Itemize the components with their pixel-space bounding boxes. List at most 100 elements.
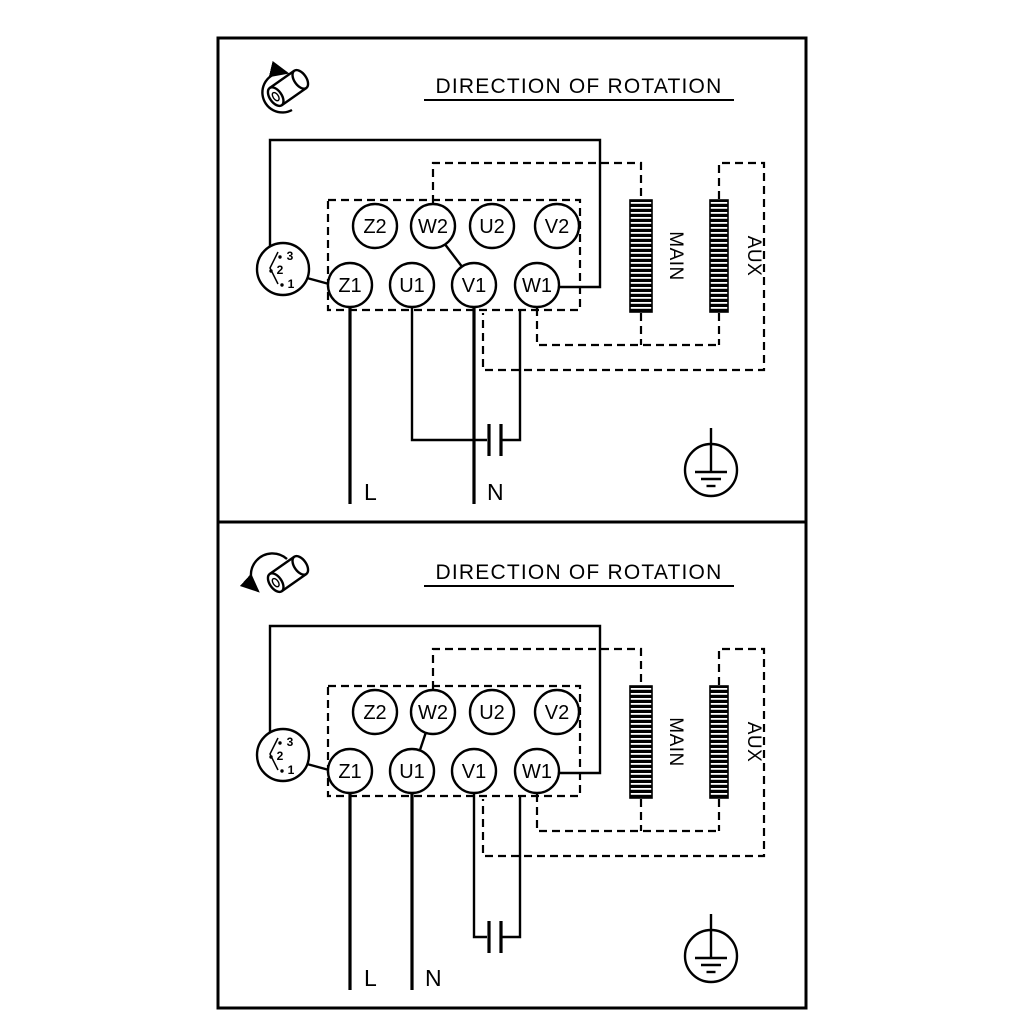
terminal-label: U1 xyxy=(399,275,425,297)
wire-v1-capacitor xyxy=(472,793,487,939)
selector-switch: 3 2 1 xyxy=(255,727,311,783)
motor-shaft-icon xyxy=(266,554,310,594)
main-winding-label: MAIN xyxy=(665,717,686,767)
rotation-arrow-icon xyxy=(239,552,288,593)
terminal-label: Z2 xyxy=(363,702,386,724)
terminal-u2: U2 xyxy=(468,688,516,736)
supply-neutral-label: N xyxy=(487,479,504,505)
terminal-label: W2 xyxy=(418,216,448,238)
terminal-label: U1 xyxy=(399,761,425,783)
panel-bottom: DIRECTION OF ROTATION Z2 W2 U2 xyxy=(239,552,766,991)
shaft-edge xyxy=(281,573,307,593)
terminal-u1: U1 xyxy=(388,747,436,795)
main-winding: MAIN xyxy=(629,685,686,799)
main-winding-label: MAIN xyxy=(665,231,686,281)
aux-winding-label: AUX xyxy=(743,722,764,763)
terminal-z1: Z1 xyxy=(326,747,374,795)
capacitor-icon xyxy=(487,424,503,456)
rotation-arrow-icon xyxy=(261,60,293,114)
terminal-v2: V2 xyxy=(533,688,581,736)
wire-main-w1-dashed xyxy=(535,308,721,347)
shaft-end xyxy=(291,68,310,90)
aux-winding-coil xyxy=(709,199,729,313)
shaft-edge xyxy=(281,87,307,107)
panel-title: DIRECTION OF ROTATION xyxy=(436,561,723,584)
shaft-tip-center xyxy=(271,91,280,102)
rotation-direction-icon xyxy=(261,60,310,114)
terminal-v1: V1 xyxy=(450,747,498,795)
wire-selector-z1 xyxy=(306,762,330,772)
terminal-w2: W2 xyxy=(409,688,457,736)
terminal-label: W2 xyxy=(418,702,448,724)
aux-winding: AUX xyxy=(709,685,764,799)
aux-winding-label: AUX xyxy=(743,236,764,277)
terminal-block-outline xyxy=(326,684,582,798)
selector-position-label: 2 xyxy=(277,263,284,277)
wire-aux-loop-dashed xyxy=(481,161,766,372)
selector-position-label: 3 xyxy=(287,735,294,749)
wire-w2-main-dashed xyxy=(431,161,643,203)
wire-aux-loop-dashed xyxy=(481,647,766,858)
terminal-label: V1 xyxy=(462,275,486,297)
terminal-u1: U1 xyxy=(388,261,436,309)
terminal-block-outline xyxy=(326,198,582,312)
wire-w2-main-dashed xyxy=(431,647,643,689)
selector-position-label: 3 xyxy=(287,249,294,263)
terminal-z2: Z2 xyxy=(351,202,399,250)
terminal-label: Z2 xyxy=(363,216,386,238)
wire-selector-w1-loop xyxy=(268,138,602,289)
selector-position-label: 1 xyxy=(288,763,295,777)
terminal-label: V1 xyxy=(462,761,486,783)
shaft-end xyxy=(291,554,310,576)
terminal-v1: V1 xyxy=(450,261,498,309)
wire-link-w2-v1 xyxy=(443,242,464,269)
terminal-u2: U2 xyxy=(468,202,516,250)
selector-dot xyxy=(280,283,284,287)
selector-dot xyxy=(269,755,273,759)
terminal-v2: V2 xyxy=(533,202,581,250)
terminal-label: W1 xyxy=(522,275,552,297)
wire-capacitor-w1 xyxy=(502,310,522,442)
main-winding-coil xyxy=(629,199,653,313)
aux-winding-coil xyxy=(709,685,729,799)
selector-dot xyxy=(269,269,273,273)
terminal-label: Z1 xyxy=(338,275,361,297)
wire-u1-capacitor xyxy=(410,307,487,442)
selector-arm xyxy=(269,737,279,771)
terminal-label: U2 xyxy=(479,702,505,724)
aux-winding: AUX xyxy=(709,199,764,313)
earth-ground-icon xyxy=(683,428,739,498)
main-winding-coil xyxy=(629,685,653,799)
wire-selector-w1-loop xyxy=(268,624,602,775)
supply-neutral-label: N xyxy=(425,965,442,991)
selector-dot xyxy=(280,769,284,773)
terminal-label: W1 xyxy=(522,761,552,783)
shaft-edge xyxy=(269,69,295,89)
wire-selector-z1 xyxy=(306,276,330,286)
wire-main-w1-dashed xyxy=(535,794,721,833)
selector-switch: 3 2 1 xyxy=(255,241,311,297)
selector-arm xyxy=(269,251,279,285)
selector-dot xyxy=(278,741,282,745)
capacitor-icon xyxy=(487,921,503,953)
earth-ground-icon xyxy=(683,914,739,984)
panel-top: DIRECTION OF ROTATION Z2 W2 U2 xyxy=(255,60,766,505)
selector-dot xyxy=(278,255,282,259)
terminal-label: V2 xyxy=(545,702,569,724)
main-winding: MAIN xyxy=(629,199,686,313)
terminal-w1: W1 xyxy=(513,747,561,795)
wire-link-w2-u1 xyxy=(418,731,428,751)
terminal-w2: W2 xyxy=(409,202,457,250)
selector-position-label: 2 xyxy=(277,749,284,763)
motor-shaft-icon xyxy=(266,68,310,108)
supply-line-label: L xyxy=(364,965,377,991)
panel-title: DIRECTION OF ROTATION xyxy=(436,75,723,98)
terminal-z2: Z2 xyxy=(351,688,399,736)
terminal-label: Z1 xyxy=(338,761,361,783)
terminal-w1: W1 xyxy=(513,261,561,309)
terminal-label: V2 xyxy=(545,216,569,238)
rotation-direction-icon xyxy=(239,552,310,594)
supply-line-label: L xyxy=(364,479,377,505)
selector-position-label: 1 xyxy=(288,277,295,291)
